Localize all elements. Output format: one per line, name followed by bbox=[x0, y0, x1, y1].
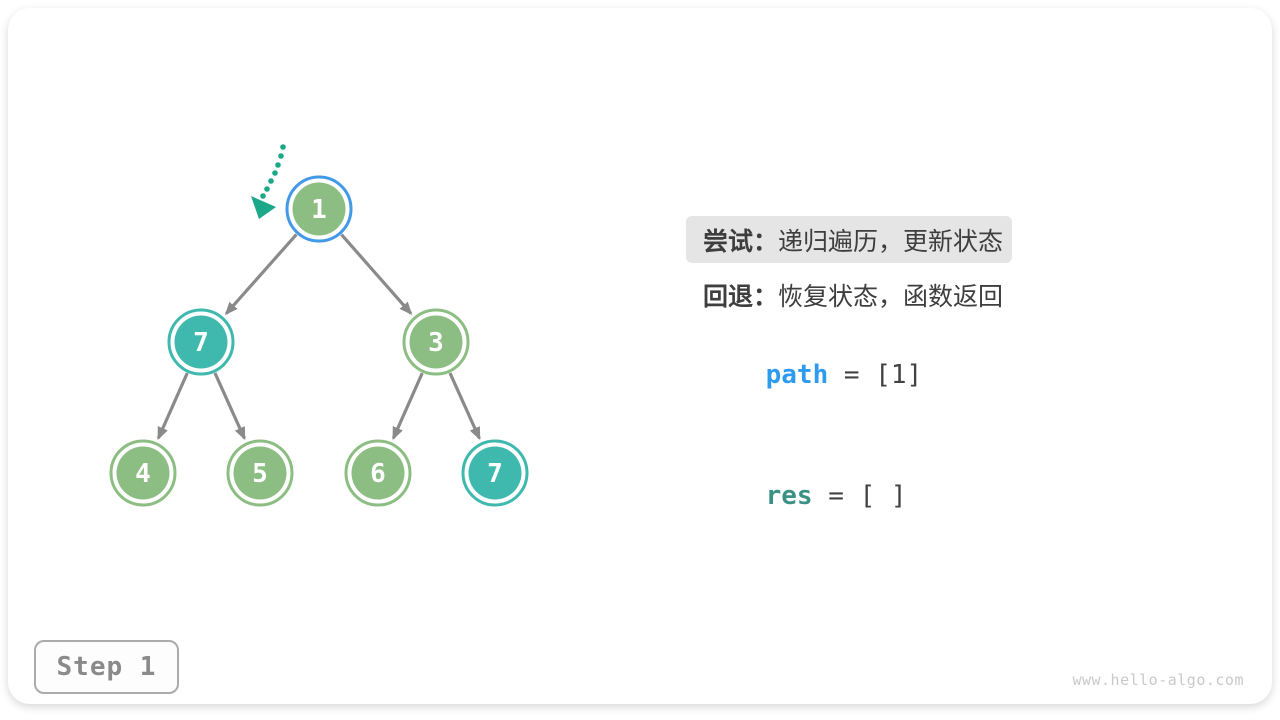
path-variable: path bbox=[765, 360, 829, 390]
node-value-label: 5 bbox=[252, 459, 268, 489]
try-note: 尝试：递归遍历，更新状态 bbox=[686, 216, 1012, 263]
pointer-dot bbox=[280, 144, 286, 150]
tree-node-7: 7 bbox=[461, 439, 529, 507]
node-value-label: 7 bbox=[193, 328, 209, 358]
current-pointer-arrow bbox=[251, 144, 286, 219]
tree-node-1: 1 bbox=[285, 175, 353, 243]
path-value: [1] bbox=[875, 360, 923, 390]
node-value-label: 3 bbox=[428, 328, 444, 358]
tree-edge bbox=[391, 372, 424, 441]
tree-edge bbox=[224, 233, 298, 316]
path-equals: = bbox=[828, 360, 876, 390]
node-circle bbox=[351, 446, 405, 500]
try-label: 尝试： bbox=[703, 227, 779, 256]
tree-edge bbox=[156, 372, 189, 441]
node-circle bbox=[233, 446, 287, 500]
node-circle bbox=[468, 446, 522, 500]
node-value-label: 1 bbox=[311, 195, 327, 225]
tree-node-4: 4 bbox=[109, 439, 177, 507]
node-value-label: 7 bbox=[487, 459, 503, 489]
back-note: 回退：恢复状态，函数返回 bbox=[703, 277, 1003, 313]
pointer-dot bbox=[275, 162, 281, 168]
node-value-label: 4 bbox=[135, 459, 151, 489]
path-state: path = [1] bbox=[703, 330, 923, 420]
node-value-label: 6 bbox=[370, 459, 386, 489]
tree-edge bbox=[448, 372, 481, 441]
node-circle bbox=[409, 315, 463, 369]
node-circle bbox=[174, 315, 228, 369]
res-equals: = bbox=[812, 481, 860, 511]
back-text: 恢复状态，函数返回 bbox=[778, 283, 1004, 311]
tree-node-7: 7 bbox=[167, 308, 235, 376]
tree-node-3: 3 bbox=[402, 308, 470, 376]
node-circle bbox=[292, 182, 346, 236]
pointer-dot bbox=[278, 153, 284, 159]
node-circle bbox=[116, 446, 170, 500]
tree-node-6: 6 bbox=[344, 439, 412, 507]
res-variable: res bbox=[765, 481, 813, 511]
pointer-dot bbox=[264, 186, 270, 192]
pointer-dot bbox=[272, 170, 278, 176]
tree-edge bbox=[340, 233, 413, 315]
pointer-dot bbox=[260, 193, 266, 199]
step-badge: Step 1 bbox=[34, 640, 179, 694]
back-label: 回退： bbox=[703, 283, 779, 311]
watermark: www.hello-algo.com bbox=[1072, 671, 1244, 689]
res-value: [ ] bbox=[859, 481, 907, 511]
tree-edge bbox=[213, 372, 246, 441]
pointer-dot bbox=[268, 178, 274, 184]
res-state: res = [ ] bbox=[703, 451, 907, 541]
try-text: 递归遍历，更新状态 bbox=[778, 227, 1004, 256]
tree-node-5: 5 bbox=[226, 439, 294, 507]
pointer-arrowhead-icon bbox=[251, 196, 276, 219]
